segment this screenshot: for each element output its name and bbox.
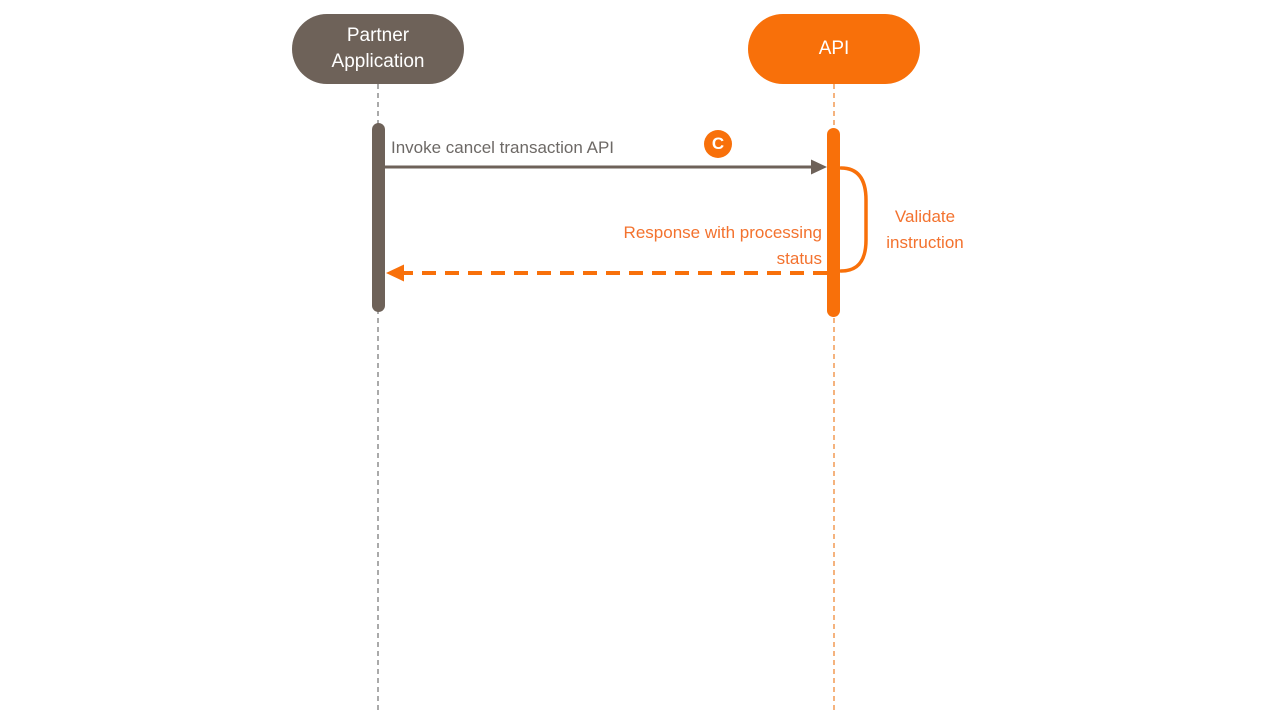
actor-api-label: API: [818, 38, 850, 59]
response-arrowhead: [386, 264, 404, 282]
partner-activation-bar: [372, 123, 385, 312]
c-badge-letter: C: [711, 134, 725, 153]
c-badge: C: [704, 130, 732, 158]
actor-partner-application: Partner Application: [292, 14, 464, 84]
actor-partner-label: Partner Application: [331, 25, 425, 72]
actor-api: API: [748, 14, 920, 84]
request-message-label: Invoke cancel transaction API: [391, 138, 615, 157]
api-activation-bar: [827, 128, 840, 317]
validate-instruction-label: Validate instruction: [886, 207, 964, 252]
response-message-label: Response with processing status: [623, 223, 822, 268]
self-loop-arc: [839, 166, 868, 273]
request-arrowhead: [811, 159, 827, 175]
